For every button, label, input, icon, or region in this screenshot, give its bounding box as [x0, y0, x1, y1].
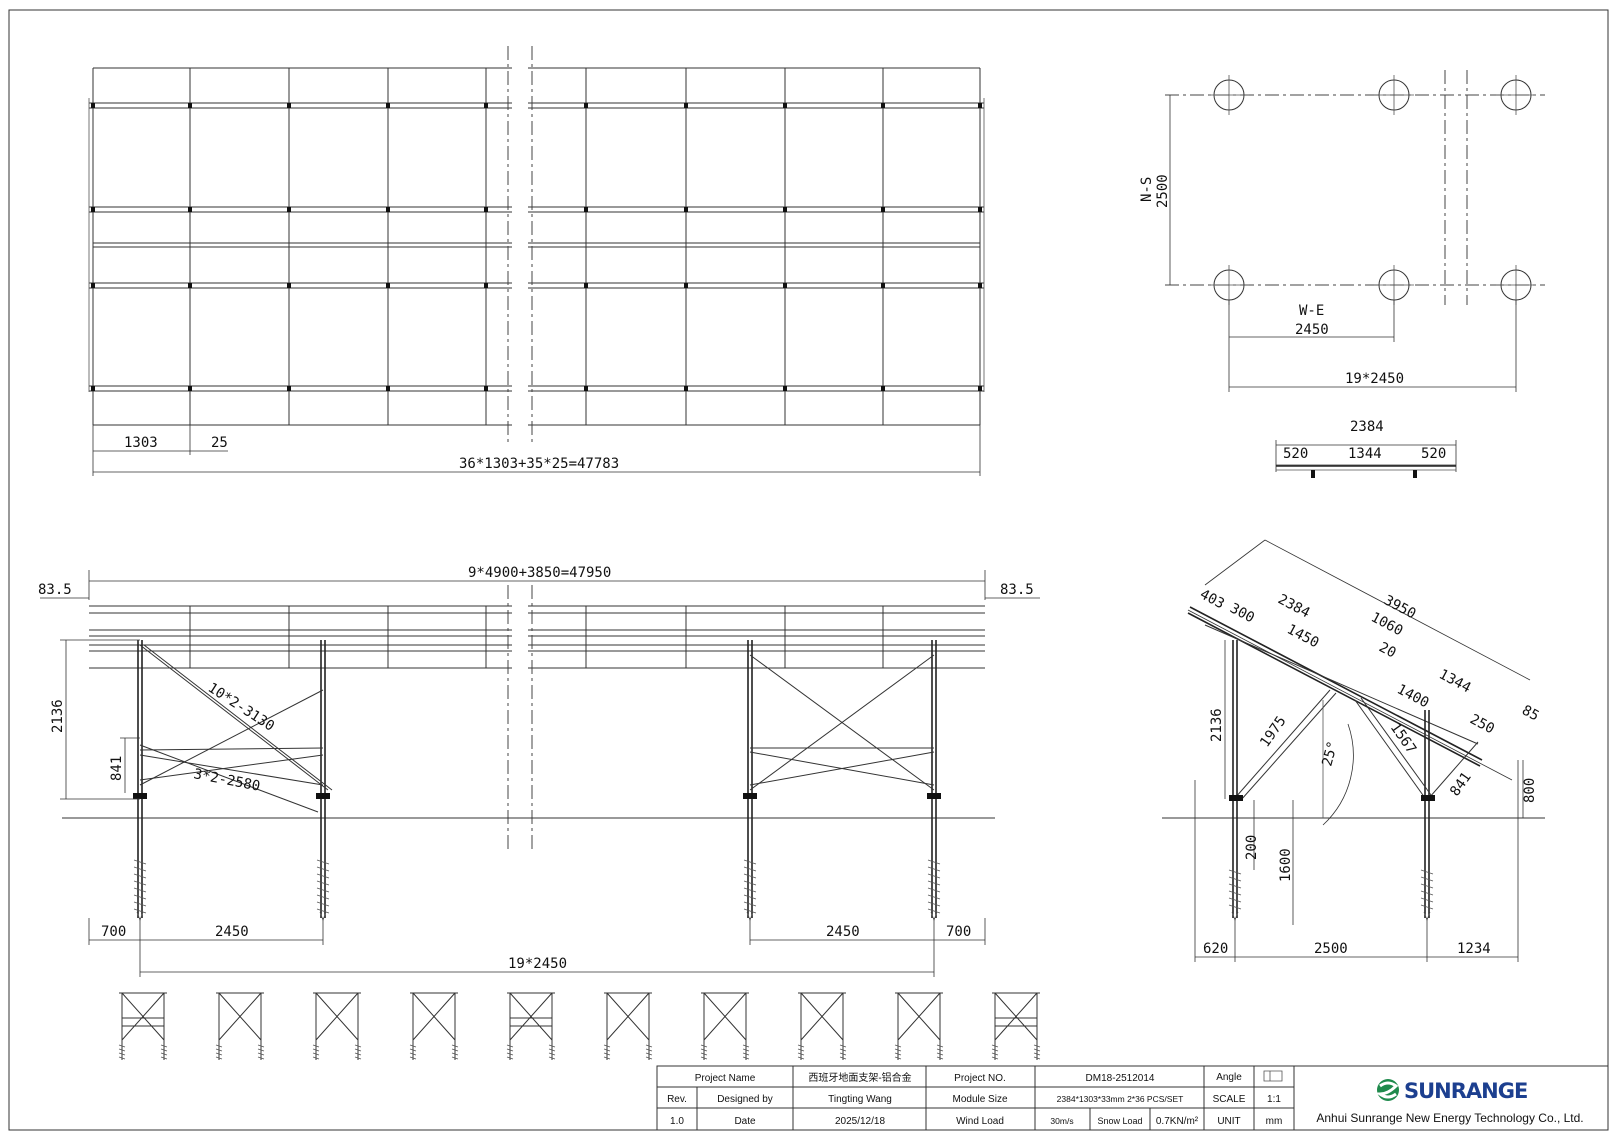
diag-brace-label: 10*2-3130	[205, 680, 277, 735]
side-403: 403	[1197, 586, 1227, 612]
side-1600: 1600	[1278, 848, 1294, 882]
pile-plan: N-S 2500 W-E 2450 19*2450 2384 520 1344 …	[1139, 70, 1545, 478]
ground-screw	[927, 859, 941, 922]
pile-plan-total: 19*2450	[1345, 371, 1404, 387]
ground-screw	[1228, 869, 1242, 922]
mini-frame-icon	[991, 992, 1041, 1060]
wind-load-label: Wind Load	[956, 1116, 1004, 1127]
overhang-right: 83.5	[1000, 582, 1034, 598]
side-300: 300	[1227, 600, 1257, 626]
side-800: 800	[1522, 778, 1538, 803]
logo-wordmark: SUNRANGE	[1404, 1079, 1527, 1103]
side-angle: 25°	[1319, 739, 1341, 768]
ns-label: N-S	[1139, 177, 1155, 202]
side-200: 200	[1244, 835, 1260, 860]
side-620: 620	[1203, 941, 1228, 957]
top-view: 1303 25 36*1303+35*25=47783	[88, 46, 985, 476]
title-block: Project Name 西班牙地面支架-铝合金 Project NO. DM1…	[656, 1065, 1609, 1131]
ground-screw	[316, 859, 330, 922]
rev-label: Rev.	[667, 1094, 687, 1105]
side-1344: 1344	[1436, 666, 1473, 696]
side-1975: 1975	[1257, 713, 1289, 750]
mini-frame-icon	[700, 992, 750, 1060]
side-view: 3950 403 300 2384 1450 1060 20 1344 1400…	[1162, 539, 1545, 962]
scale-value: 1:1	[1267, 1094, 1281, 1105]
side-1450: 1450	[1284, 621, 1321, 651]
project-no-value: DM18-2512014	[1086, 1073, 1155, 1084]
side-2136: 2136	[1209, 708, 1225, 742]
rail-mid: 1344	[1348, 446, 1382, 462]
front-brace-height: 841	[109, 756, 125, 781]
rail-right: 520	[1421, 446, 1446, 462]
wind-load-value: 30m/s	[1050, 1116, 1073, 1126]
we-label: W-E	[1299, 303, 1324, 319]
overhang-left: 83.5	[38, 582, 72, 598]
snow-load-value: 0.7KN/m²	[1156, 1116, 1199, 1127]
side-841: 841	[1447, 769, 1475, 799]
module-size-label: Module Size	[952, 1094, 1007, 1105]
date-value: 2025/12/18	[835, 1116, 885, 1127]
company-logo: SUNRANGE	[1375, 1079, 1528, 1103]
designed-by-label: Designed by	[717, 1094, 773, 1105]
mini-frame-icon	[797, 992, 847, 1060]
project-no-label: Project NO.	[954, 1073, 1006, 1084]
right-frame	[743, 640, 941, 918]
project-name-value: 西班牙地面支架-铝合金	[808, 1071, 911, 1084]
unit-label: UNIT	[1217, 1116, 1240, 1127]
mini-frame-icon	[409, 992, 459, 1060]
side-1234: 1234	[1457, 941, 1491, 957]
side-85: 85	[1519, 702, 1541, 724]
side-250: 250	[1467, 711, 1497, 737]
we-value: 2450	[1295, 322, 1329, 338]
frame-bay-row	[118, 992, 1041, 1060]
side-2500: 2500	[1314, 941, 1348, 957]
front-height: 2136	[50, 699, 66, 733]
module-size-value: 2384*1303*33mm 2*36 PCS/SET	[1057, 1094, 1184, 1104]
module-grid	[88, 46, 985, 442]
horiz-brace-label: 3*2-2580	[192, 766, 261, 795]
ground-screw	[1420, 869, 1434, 922]
end-left: 700	[101, 924, 126, 940]
total-span: 19*2450	[508, 956, 567, 972]
rail-total: 2384	[1350, 419, 1384, 435]
company-name: Anhui Sunrange New Energy Technology Co.…	[1316, 1111, 1583, 1125]
unit-value: mm	[1266, 1116, 1283, 1127]
dim-module-gap: 25	[211, 435, 228, 451]
mini-frame-icon	[894, 992, 944, 1060]
snow-load-label: Snow Load	[1097, 1116, 1142, 1126]
mini-frame-icon	[215, 992, 265, 1060]
designer-name: Tingting Wang	[828, 1094, 892, 1105]
pile-circles	[1209, 75, 1536, 305]
side-1400: 1400	[1394, 681, 1431, 711]
end-right: 700	[946, 924, 971, 940]
rail-left: 520	[1283, 446, 1308, 462]
front-view: 9*4900+3850=47950 83.5 83.5	[38, 565, 1040, 977]
front-total: 9*4900+3850=47950	[468, 565, 611, 581]
mini-frame-icon	[603, 992, 653, 1060]
side-2384: 2384	[1275, 591, 1312, 621]
mini-frame-icon	[506, 992, 556, 1060]
rev-value: 1.0	[670, 1116, 684, 1127]
angle-label: Angle	[1216, 1072, 1242, 1083]
mini-frame-icon	[118, 992, 168, 1060]
ns-value: 2500	[1155, 174, 1171, 208]
projection-angle-icon	[1263, 1070, 1283, 1082]
side-20: 20	[1376, 639, 1398, 661]
dim-module-width: 1303	[124, 435, 158, 451]
ground-screw	[133, 859, 147, 922]
ground-screw	[743, 859, 757, 922]
project-name-label: Project Name	[695, 1073, 756, 1084]
sheet-border	[8, 9, 1609, 1131]
span-right: 2450	[826, 924, 860, 940]
date-label: Date	[734, 1116, 756, 1127]
mini-frame-icon	[312, 992, 362, 1060]
left-frame	[133, 640, 333, 918]
span-left: 2450	[215, 924, 249, 940]
dim-total-length: 36*1303+35*25=47783	[459, 456, 619, 472]
scale-label: SCALE	[1213, 1094, 1246, 1105]
